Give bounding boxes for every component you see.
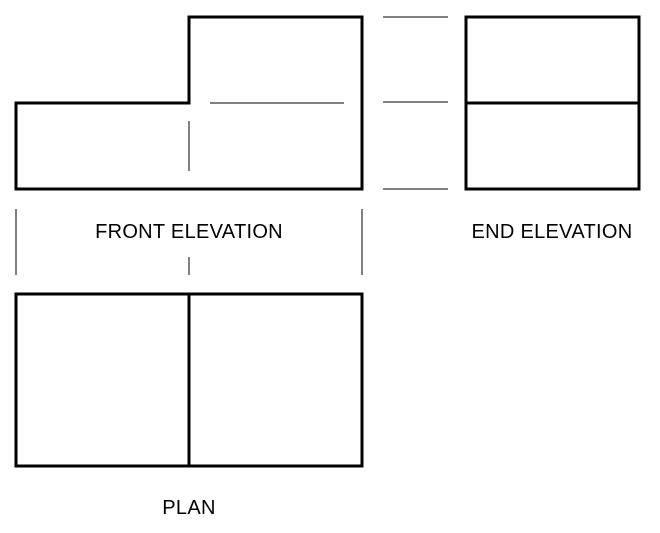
end-elevation-label: END ELEVATION xyxy=(472,221,633,243)
front-elevation-label: FRONT ELEVATION xyxy=(95,221,283,243)
front-to-end-projection-lines xyxy=(383,16,448,190)
plan-view xyxy=(14,292,364,468)
front-to-plan-projection-lines xyxy=(15,209,363,275)
plan-label: PLAN xyxy=(162,497,215,519)
front-elevation-view xyxy=(14,15,364,191)
end-elevation-view xyxy=(464,15,641,191)
front-elevation-outline xyxy=(14,15,364,191)
